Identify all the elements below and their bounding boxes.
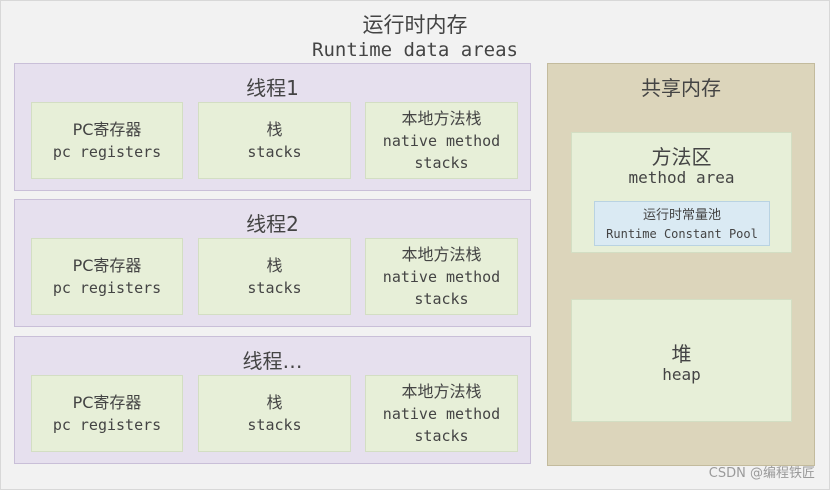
runtime-constant-pool-box: 运行时常量池 Runtime Constant Pool (594, 201, 770, 246)
pc-registers-en: pc registers (52, 415, 162, 434)
heap-en: heap (662, 365, 701, 384)
native-method-stacks-en2: stacks (414, 289, 469, 308)
thread-n-title: 线程… (242, 349, 303, 373)
pc-registers-en: pc registers (52, 142, 162, 161)
native-method-stacks-en: native method (382, 267, 501, 286)
pc-registers-zh: PC寄存器 (72, 392, 142, 412)
diagram-title-zh: 运行时内存 (362, 13, 468, 37)
diagram-title-en: Runtime data areas (312, 39, 518, 61)
method-area-zh: 方法区 (651, 145, 712, 169)
thread-2-box: 线程2 PC寄存器 pc registers 栈 stacks 本地方法栈 na… (14, 199, 531, 327)
native-method-stacks-box: 本地方法栈 native method stacks (365, 102, 518, 179)
runtime-constant-pool-zh: 运行时常量池 (642, 208, 721, 223)
stacks-box: 栈 stacks (198, 102, 351, 179)
native-method-stacks-en: native method (382, 404, 501, 423)
heap-zh: 堆 (671, 342, 692, 366)
runtime-constant-pool-en: Runtime Constant Pool (606, 227, 758, 241)
pc-registers-zh: PC寄存器 (72, 119, 142, 139)
stacks-zh: 栈 (266, 119, 283, 139)
pc-registers-zh: PC寄存器 (72, 255, 142, 275)
native-method-stacks-zh: 本地方法栈 (401, 244, 482, 264)
stacks-en: stacks (247, 142, 302, 161)
thread-n-box: 线程… PC寄存器 pc registers 栈 stacks 本地方法栈 na… (14, 336, 531, 464)
native-method-stacks-en2: stacks (414, 153, 469, 172)
native-method-stacks-zh: 本地方法栈 (401, 108, 482, 128)
stacks-box: 栈 stacks (198, 238, 351, 315)
native-method-stacks-zh: 本地方法栈 (401, 381, 482, 401)
watermark-text: CSDN @编程铁匠 (708, 466, 815, 481)
thread-2-title: 线程2 (246, 212, 299, 236)
pc-registers-box: PC寄存器 pc registers (31, 238, 183, 315)
native-method-stacks-en2: stacks (414, 426, 469, 445)
native-method-stacks-en: native method (382, 131, 501, 150)
pc-registers-box: PC寄存器 pc registers (31, 102, 183, 179)
stacks-en: stacks (247, 415, 302, 434)
shared-memory-title: 共享内存 (641, 76, 721, 100)
native-method-stacks-box: 本地方法栈 native method stacks (365, 375, 518, 452)
heap-box: 堆 heap (571, 299, 792, 422)
pc-registers-box: PC寄存器 pc registers (31, 375, 183, 452)
stacks-zh: 栈 (266, 392, 283, 412)
thread-1-title: 线程1 (246, 76, 299, 100)
stacks-zh: 栈 (266, 255, 283, 275)
thread-1-box: 线程1 PC寄存器 pc registers 栈 stacks 本地方法栈 na… (14, 63, 531, 191)
native-method-stacks-box: 本地方法栈 native method stacks (365, 238, 518, 315)
stacks-box: 栈 stacks (198, 375, 351, 452)
pc-registers-en: pc registers (52, 278, 162, 297)
method-area-en: method area (628, 168, 735, 187)
method-area-box: 方法区 method area 运行时常量池 Runtime Constant … (571, 132, 792, 253)
shared-memory-box: 共享内存 方法区 method area 运行时常量池 Runtime Cons… (547, 63, 815, 466)
stacks-en: stacks (247, 278, 302, 297)
